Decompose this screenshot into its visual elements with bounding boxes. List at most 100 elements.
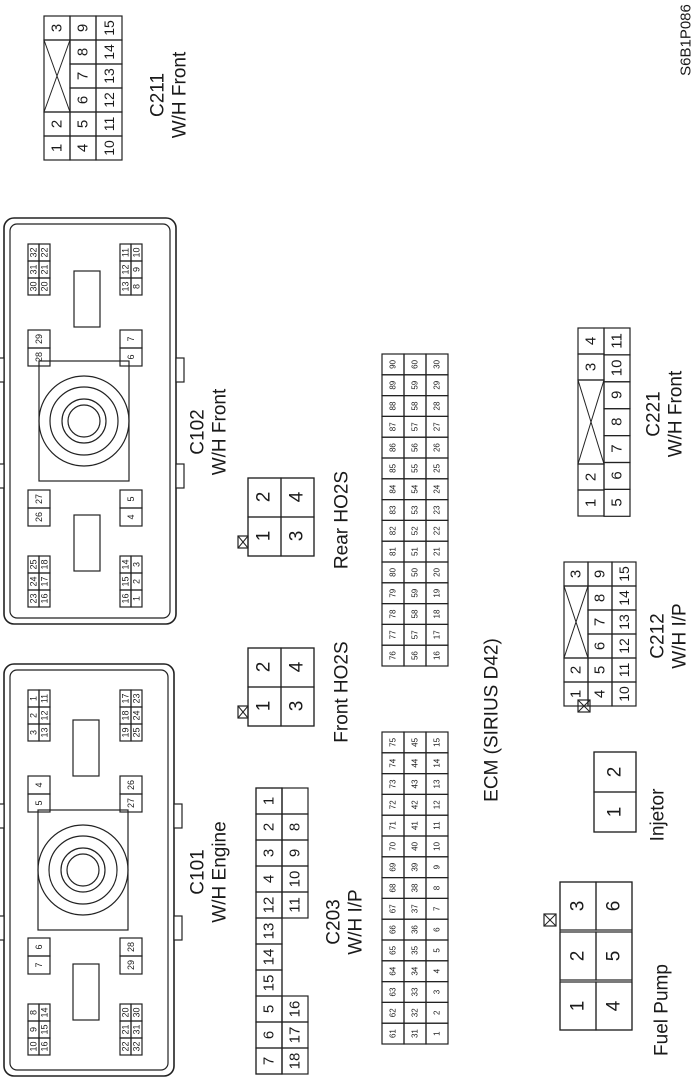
c101-pin-12: 12 <box>40 710 50 720</box>
c203-pin-8: 8 <box>287 823 304 831</box>
connector-c102: 3231302221202928761112131098272654252423… <box>0 217 231 625</box>
fuel-pump-pin-cell <box>595 981 633 1031</box>
ecm-pin-23: 23 <box>433 505 442 514</box>
ecm-pin-3: 3 <box>433 989 442 994</box>
c211-pin-14: 14 <box>101 44 117 60</box>
ecm-pin-36: 36 <box>411 925 420 934</box>
c203-pin-7: 7 <box>261 1057 278 1065</box>
c221-harness: W/H Front <box>666 370 687 457</box>
c102-pin-9: 9 <box>132 267 142 272</box>
ecm-pin-68: 68 <box>389 883 398 892</box>
ecm-pin-31: 31 <box>411 1029 420 1038</box>
c211-pin-13: 13 <box>101 68 117 84</box>
c101-pin-28: 28 <box>126 942 136 952</box>
c102-latch <box>175 357 185 383</box>
c221-pin-cell <box>603 488 631 517</box>
c212-name: C212 <box>648 613 669 658</box>
ecm-pin-39: 39 <box>411 862 420 871</box>
c102-latch <box>0 463 5 489</box>
c102-pin-5: 5 <box>126 496 136 501</box>
ecm-pin-88: 88 <box>389 401 398 410</box>
c212-pin-12: 12 <box>616 638 632 654</box>
ecm-pin-19: 19 <box>433 588 442 597</box>
c102-latch <box>0 357 5 383</box>
c203-pin-1: 1 <box>261 797 278 805</box>
ecm-pin-4: 4 <box>433 968 442 973</box>
ecm-pin-12: 12 <box>433 800 442 809</box>
c102-pin-3: 3 <box>132 562 142 567</box>
c101-pin-19: 19 <box>121 727 131 737</box>
front-ho2s-lock-mark <box>237 705 249 719</box>
c101-pin-5: 5 <box>34 800 44 805</box>
c102-boss-ring <box>49 386 119 456</box>
c101-pin-21: 21 <box>121 1024 131 1034</box>
front-ho2s-pin-3: 3 <box>287 701 308 712</box>
c203-pin-11: 11 <box>287 897 304 913</box>
fuel-pump-pin-cell <box>595 881 633 931</box>
c102-pin-20: 20 <box>40 281 50 291</box>
c101-pin-25: 25 <box>132 727 142 737</box>
c101-pin-cell <box>130 723 143 742</box>
c102-boss-ring <box>61 398 107 444</box>
c101-pin-15: 15 <box>40 1024 50 1034</box>
figure-code: S6B1P086 <box>678 4 695 76</box>
fuel-pump-pin-cell <box>595 931 633 981</box>
c203-pin-12: 12 <box>261 897 278 914</box>
injector-lock-tab <box>577 699 591 713</box>
c101-pin-23: 23 <box>132 693 142 703</box>
ecm-pin-25: 25 <box>433 463 442 472</box>
c102-pin-8: 8 <box>132 284 142 289</box>
ecm-pin-45: 45 <box>411 737 420 746</box>
c101-pin-24: 24 <box>132 710 142 720</box>
c101-name: C101 <box>188 849 209 894</box>
c102-pin-cell <box>38 589 51 608</box>
fuel-pump-lock-mark <box>543 913 557 927</box>
ecm-pin-84: 84 <box>389 484 398 493</box>
ecm-pin-61: 61 <box>389 1029 398 1038</box>
ecm-pin-85: 85 <box>389 463 398 472</box>
c101-pin-29: 29 <box>126 960 136 970</box>
c102-pin-2: 2 <box>132 579 142 584</box>
c211-pin-4: 4 <box>75 144 92 152</box>
ecm-pin-52: 52 <box>411 526 420 535</box>
c101-pin-9: 9 <box>29 1027 39 1032</box>
c203-name: C203 <box>324 899 345 944</box>
ecm-pin-38: 38 <box>411 883 420 892</box>
c102-housing-inner <box>9 223 171 619</box>
rear-ho2s-pin-2: 2 <box>254 492 275 503</box>
ecm-pin-cell <box>425 644 449 667</box>
c102-pin-14: 14 <box>121 559 131 569</box>
c101-pin-11: 11 <box>40 694 50 703</box>
ecm-pin-14: 14 <box>433 758 442 767</box>
c203-pin-9: 9 <box>287 849 304 857</box>
c211-pin-7: 7 <box>75 72 92 80</box>
rear-ho2s-pin-3: 3 <box>287 531 308 542</box>
c211-pin-3: 3 <box>49 24 66 32</box>
ecm-pin-29: 29 <box>433 380 442 389</box>
ecm-pin-64: 64 <box>389 966 398 975</box>
c101-latch <box>0 803 5 829</box>
c101-harness: W/H Engine <box>210 821 231 922</box>
c212-pin-15: 15 <box>616 566 632 582</box>
ecm-pin-21: 21 <box>433 547 442 556</box>
c101-pin-cell <box>38 723 51 742</box>
c101-pin-1: 1 <box>29 696 39 701</box>
ecm-pin-69: 69 <box>389 862 398 871</box>
c203-pin-10: 10 <box>287 871 304 888</box>
ecm-pin-2: 2 <box>433 1010 442 1015</box>
ecm-pin-30: 30 <box>433 359 442 368</box>
c101-pin-cell <box>27 955 51 975</box>
ecm-pin-57: 57 <box>411 630 420 639</box>
ecm-pin-27: 27 <box>433 422 442 431</box>
c211-pin-5: 5 <box>75 120 92 128</box>
c203-pin-5: 5 <box>261 1005 278 1013</box>
c102-pin-31: 31 <box>29 264 39 274</box>
c101-pin-22: 22 <box>121 1041 131 1051</box>
injector-lock-mark <box>577 699 591 713</box>
c221-pin-6: 6 <box>609 471 626 479</box>
c102-pin-cell <box>27 347 51 367</box>
front-ho2s-pin-2: 2 <box>254 662 275 673</box>
